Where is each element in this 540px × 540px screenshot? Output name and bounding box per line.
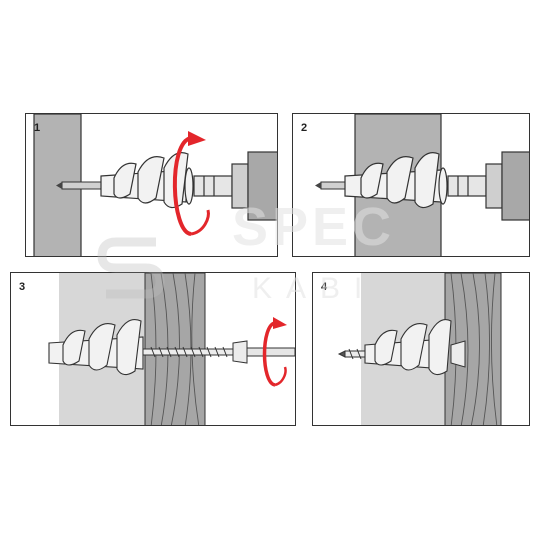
step-1-number: 1 (34, 122, 41, 134)
step-4-panel: 4 (312, 272, 530, 426)
screwdriver-bit (246, 347, 295, 357)
drywall-anchor (344, 152, 448, 209)
drywall-anchor (364, 319, 452, 376)
step-1-illustration (33, 114, 277, 256)
drywall-anchor (100, 152, 194, 209)
drill-bit-tip (56, 182, 62, 189)
rotation-arrow-icon (262, 317, 287, 387)
step-3-illustration (48, 273, 295, 425)
watermark-logo-icon (97, 237, 165, 299)
step-2-illustration (315, 114, 529, 256)
drill-bit-tip (315, 182, 321, 189)
step-3-number: 3 (19, 281, 26, 293)
step-1-panel: 1 (25, 113, 278, 257)
drill-chuck (193, 151, 277, 221)
step-2-number: 2 (301, 122, 308, 134)
step-2-panel: 2 (292, 113, 530, 257)
step-3-panel: 3 (10, 272, 296, 426)
step-4-number: 4 (321, 281, 328, 293)
drywall-anchor (48, 319, 144, 376)
rotation-arrow-icon (172, 131, 210, 236)
screw (142, 340, 248, 364)
step-4-illustration (337, 273, 502, 425)
screw-head (450, 340, 466, 368)
drill-chuck (447, 151, 529, 221)
